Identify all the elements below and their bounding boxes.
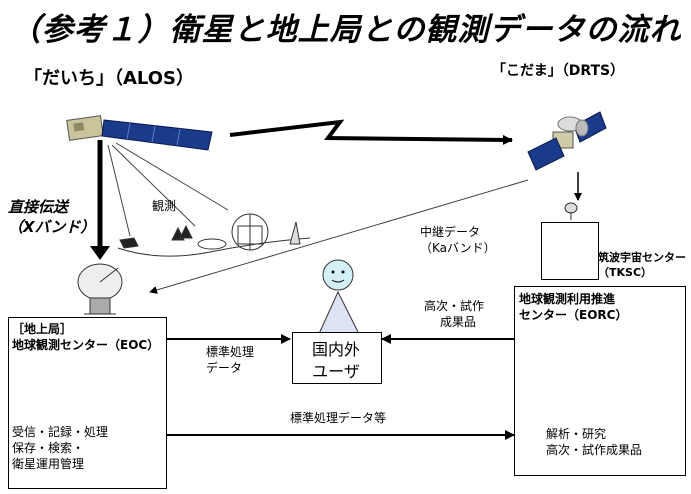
eoc-function-3: 衛星運用管理: [12, 457, 85, 471]
parabolic-antenna-icon: [77, 263, 123, 315]
users-box: [292, 332, 382, 384]
tksc-box: [541, 222, 599, 280]
direct-transmission-label: 直接伝送: [8, 198, 69, 216]
observation-label: 観測: [152, 199, 177, 213]
alos-satellite-icon: [66, 115, 213, 151]
standard-data-label-2: データ: [206, 361, 243, 375]
drts-satellite-icon: [527, 111, 607, 171]
eoc-title-2: 地球観測センター（EOC）: [12, 338, 160, 352]
users-label-1: 国内外: [311, 340, 360, 359]
tksc-abbr-label: （TKSC）: [598, 266, 653, 279]
higher-products-label-2: 成果品: [440, 315, 477, 329]
users-label-2: ユーザ: [312, 362, 360, 381]
standard-data-label-1: 標準処理: [206, 345, 255, 359]
eorc-function-2: 高次・試作成果品: [546, 443, 643, 457]
x-band-label: （Xバンド）: [8, 218, 96, 236]
ka-band-label: （Kaバンド）: [420, 241, 496, 255]
tksc-antenna-icon: [564, 202, 578, 220]
eoc-title-1: ［地上局］: [12, 322, 73, 336]
eorc-box: [514, 286, 686, 476]
eoc-function-2: 保存・検索・: [12, 441, 85, 455]
eorc-function-1: 解析・研究: [546, 427, 607, 441]
tksc-name-label: 筑波宇宙センター: [598, 251, 686, 264]
relay-data-label: 中継データ: [420, 225, 481, 239]
user-figure-icon: [317, 259, 361, 337]
eoc-box: [8, 317, 167, 489]
higher-products-label-1: 高次・試作: [424, 299, 485, 313]
ground-scene-icon: [117, 213, 311, 257]
bottom-flow-label: 標準処理データ等: [290, 411, 387, 425]
alos-label: 「だいち」（ALOS）: [24, 68, 195, 89]
eorc-title-2: センター（EORC）: [519, 308, 628, 322]
eoc-function-1: 受信・記録・処理: [12, 425, 109, 439]
drts-label: 「こだま」（DRTS）: [492, 63, 625, 79]
eorc-title-1: 地球観測利用推進: [519, 292, 616, 306]
page-title: （参考１）衛星と地上局との観測データの流れ: [9, 12, 682, 48]
